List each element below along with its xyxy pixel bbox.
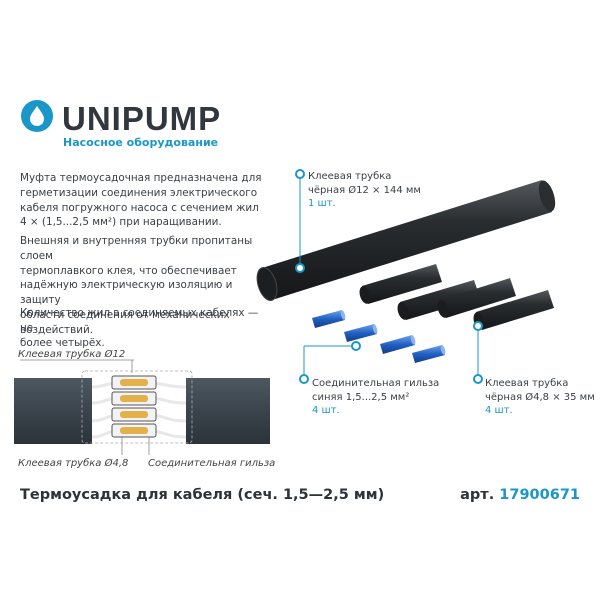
article-value: 17900671 bbox=[499, 487, 580, 503]
big-tube bbox=[256, 180, 556, 301]
callout-qty: 4 шт. bbox=[312, 405, 340, 416]
desc-line: более четырёх. bbox=[20, 336, 105, 349]
callout-spec: чёрная Ø4,8 × 35 мм bbox=[485, 391, 595, 403]
desc-line: 4 × (1,5...2,5 мм²) при наращивании. bbox=[20, 216, 222, 229]
callout-dot bbox=[351, 341, 361, 351]
callout-spec: чёрная Ø12 × 144 мм bbox=[308, 184, 421, 196]
left-cable bbox=[14, 378, 92, 444]
brand-name: UNIPUMP bbox=[62, 100, 222, 137]
right-cable bbox=[186, 378, 270, 444]
callout-name: Клеевая трубка bbox=[485, 378, 569, 389]
desc-line: герметизации соединения электрического bbox=[20, 186, 258, 199]
diagram-label-sleeve: Соединительная гильза bbox=[148, 458, 276, 469]
description-paragraph-3: Количество жил в соединяемых кабелях — н… bbox=[20, 306, 270, 350]
desc-line: Количество жил в соединяемых кабелях — н… bbox=[20, 307, 259, 334]
article-number: арт. 17900671 bbox=[460, 487, 580, 503]
outer-tube-outline bbox=[81, 370, 193, 444]
callout-sleeve: Соединительная гильза синяя 1,5...2,5 мм… bbox=[312, 377, 439, 418]
product-illustration bbox=[256, 169, 556, 384]
diagram-label-outer-tube: Клеевая трубка Ø12 bbox=[18, 349, 126, 360]
callout-dot bbox=[299, 374, 309, 384]
diagram-label-inner-tube: Клеевая трубка Ø4,8 bbox=[18, 458, 129, 469]
callout-qty: 1 шт. bbox=[308, 198, 336, 209]
callout-dot bbox=[295, 169, 305, 179]
brand-tagline: Насосное оборудование bbox=[63, 136, 219, 149]
callout-leaders bbox=[299, 174, 479, 374]
desc-line: воздействий. bbox=[20, 323, 94, 336]
desc-line: надёжную электрическую изоляцию и защиту bbox=[20, 279, 233, 307]
callout-qty: 4 шт. bbox=[485, 405, 513, 416]
water-drop-icon bbox=[21, 100, 53, 132]
desc-line: Внешняя и внутренняя трубки пропитаны сл… bbox=[20, 235, 253, 262]
desc-line: кабеля погружного насоса с сечением жил bbox=[20, 201, 259, 214]
callout-name: Соединительная гильза bbox=[312, 378, 440, 389]
article-label: арт. bbox=[460, 487, 495, 503]
callout-name: Клеевая трубка bbox=[308, 171, 392, 182]
product-title: Термоусадка для кабеля (сеч. 1,5—2,5 мм) bbox=[20, 487, 385, 503]
callout-small-tube: Клеевая трубка чёрная Ø4,8 × 35 мм 4 шт. bbox=[485, 377, 595, 418]
sleeve-group bbox=[111, 375, 157, 438]
blue-sleeves bbox=[312, 310, 446, 363]
callout-dot bbox=[295, 263, 305, 273]
description-paragraph-1: Муфта термоусадочная предназначена для г… bbox=[20, 171, 270, 230]
connection-diagram bbox=[14, 359, 270, 455]
desc-line: термоплавкого клея, что обеспечивает bbox=[20, 264, 237, 277]
description-paragraph-2: Внешняя и внутренняя трубки пропитаны сл… bbox=[20, 234, 270, 338]
callout-spec: синяя 1,5...2,5 мм² bbox=[312, 391, 410, 403]
callout-big-tube: Клеевая трубка чёрная Ø12 × 144 мм 1 шт. bbox=[308, 170, 421, 211]
desc-line: Муфта термоусадочная предназначена для bbox=[20, 172, 262, 184]
small-tubes bbox=[359, 264, 554, 330]
callout-dot bbox=[473, 321, 483, 331]
callout-dot bbox=[473, 374, 483, 384]
desc-line: области соединения от механических bbox=[20, 308, 230, 321]
